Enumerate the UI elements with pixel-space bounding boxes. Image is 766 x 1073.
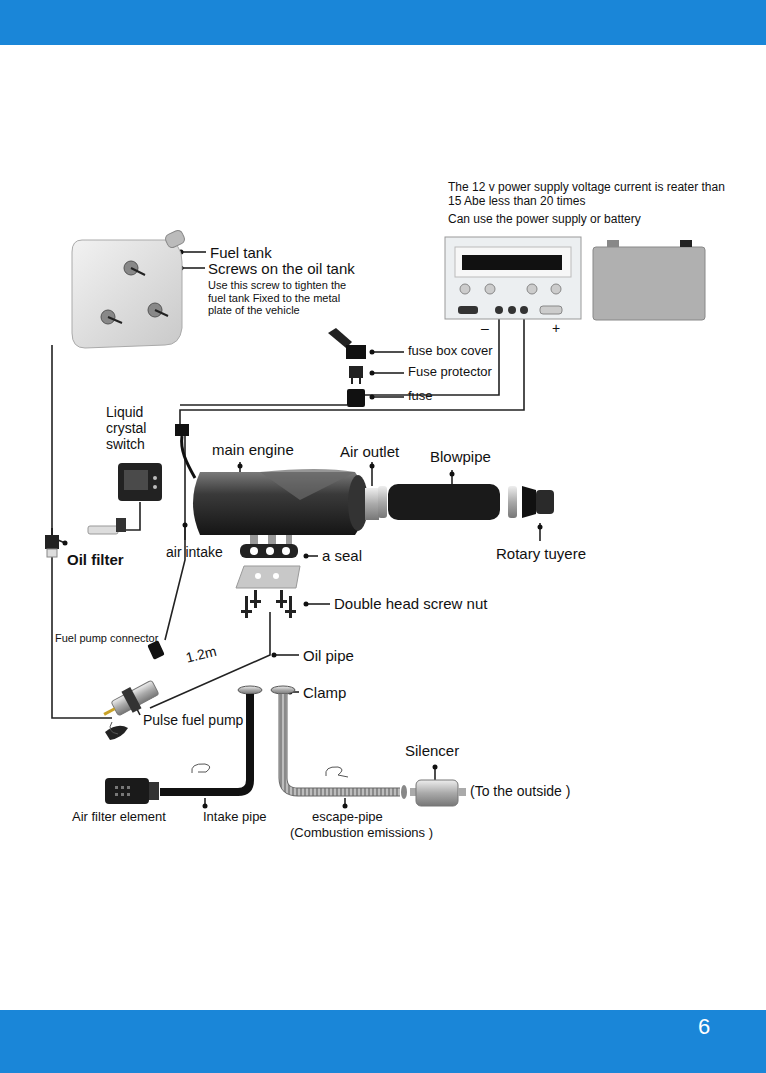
part-label: Intake pipe bbox=[203, 810, 267, 825]
part-label: fuse bbox=[408, 389, 433, 404]
part-label: main engine bbox=[212, 441, 294, 458]
part-label: fuse box cover bbox=[408, 344, 493, 359]
part-label: Silencer bbox=[405, 742, 459, 759]
part-label: Blowpipe bbox=[430, 448, 491, 465]
air-filter bbox=[105, 778, 159, 804]
part-label: Clamp bbox=[303, 684, 346, 701]
power-note: Can use the power supply or battery bbox=[448, 213, 641, 227]
part-label: escape-pipe bbox=[312, 810, 383, 825]
part-label: a seal bbox=[322, 547, 362, 564]
lcd-switch bbox=[88, 463, 162, 534]
polarity-sign: – bbox=[481, 320, 489, 336]
header-bar bbox=[0, 0, 766, 45]
pipe-clips bbox=[110, 722, 348, 777]
power-supply bbox=[445, 237, 581, 319]
part-label: Fuel pump connector bbox=[55, 632, 158, 645]
part-label: air intake bbox=[166, 544, 223, 560]
part-label: Screws on the oil tank bbox=[208, 260, 355, 277]
intake-pipe bbox=[160, 694, 250, 792]
part-label: Fuse protector bbox=[408, 365, 492, 380]
part-label: Pulse fuel pump bbox=[143, 712, 243, 728]
part-label: Double head screw nut bbox=[334, 595, 487, 612]
connector bbox=[175, 424, 189, 436]
part-label: Fuel tank bbox=[210, 244, 272, 261]
part-label: Oil pipe bbox=[303, 647, 354, 664]
mounting-note: Use this screw to tighten the fuel tank … bbox=[208, 279, 358, 317]
page-number: 6 bbox=[698, 1014, 710, 1039]
dimension-label: 1.2m bbox=[184, 643, 218, 666]
silencer bbox=[401, 780, 466, 806]
footer-bar bbox=[0, 1010, 766, 1073]
polarity-sign: + bbox=[552, 320, 560, 336]
part-label: Rotary tuyere bbox=[496, 545, 586, 562]
seal-plate bbox=[236, 544, 300, 588]
fuse-assembly bbox=[328, 328, 366, 407]
oil-filter bbox=[45, 528, 59, 557]
part-label: Liquid crystal switch bbox=[106, 404, 168, 452]
power-note: The 12 v power supply voltage current is… bbox=[448, 181, 733, 209]
part-label: (To the outside ) bbox=[470, 783, 570, 799]
double-head-screws bbox=[241, 590, 296, 618]
part-label: Oil filter bbox=[67, 551, 124, 568]
part-label: (Combustion emissions ) bbox=[290, 826, 433, 841]
clamps bbox=[238, 686, 295, 694]
fuel-tank bbox=[72, 229, 186, 348]
battery bbox=[593, 240, 705, 320]
part-label: Air outlet bbox=[340, 443, 399, 460]
blowpipe bbox=[378, 484, 554, 520]
heater-main-unit bbox=[193, 469, 379, 545]
part-label: Air filter element bbox=[72, 810, 166, 825]
escape-pipe bbox=[283, 694, 400, 792]
